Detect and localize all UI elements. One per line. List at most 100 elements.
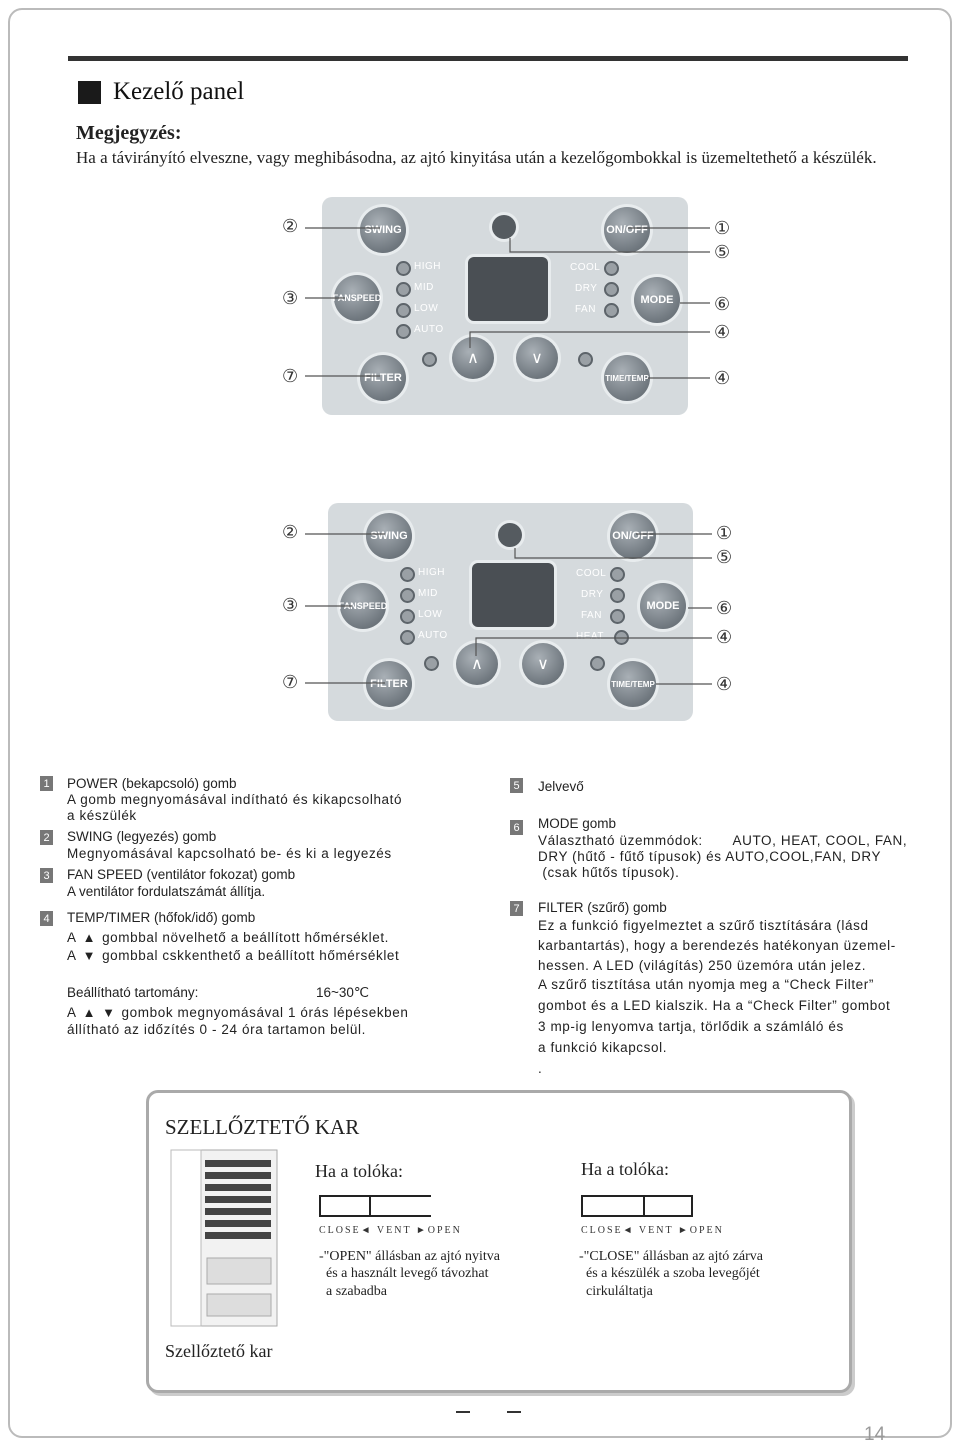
vent-right-heading: Ha a tolóka: [581, 1159, 669, 1179]
vent-left-heading: Ha a tolóka: [315, 1161, 403, 1181]
led-cool [604, 261, 619, 276]
vent-left-line3: a szabadba [319, 1284, 388, 1299]
legend-4-down-text: gombbal cskkenthető a beállított hőmérsé… [102, 948, 400, 963]
vent-left-scale: CLOSE◄ VENT ►OPEN [319, 1225, 462, 1236]
legend-7-line5: gombot és a LED kialszik. Ha a “Check Fi… [538, 998, 891, 1013]
legend-7-title: FILTER (szűrő) gomb [538, 900, 667, 915]
label-dry: DRY [575, 283, 598, 294]
callout-7-p2: ⑦ [282, 672, 299, 693]
callout-6: ⑥ [714, 294, 731, 315]
range-line1: A▲▼gombok megnyomásával 1 órás lépésekbe… [67, 1004, 409, 1021]
onoff-button-2[interactable]: ON/OFF [610, 513, 656, 559]
swing-button[interactable]: SWING [360, 207, 406, 253]
legend-3-line1: A ventilátor fordulatszámát állítja. [67, 884, 266, 899]
led-filter-2 [424, 656, 439, 671]
legend-5-title: Jelvevő [538, 779, 584, 794]
label-cool: COOL [570, 262, 601, 273]
triangle-down-icon: ▼ [102, 1005, 116, 1020]
label-fan-2: FAN [581, 610, 602, 621]
legend-7-line7: a funkció kikapcsol. [538, 1040, 668, 1055]
led-low-2 [400, 609, 415, 624]
range-line2: állítható az időzítés 0 - 24 óra tartamo… [67, 1022, 366, 1037]
control-panel-heatpump: SWING FANSPEED FILTER ON/OFF MODE TIME/T… [328, 503, 693, 721]
callout-2: ② [282, 216, 299, 237]
range-line1-text: gombok megnyomásával 1 órás lépésekben [121, 1005, 409, 1020]
vent-illustration [170, 1149, 278, 1327]
led-mid [396, 282, 411, 297]
down-button-2[interactable]: ∨ [522, 643, 564, 685]
receiver-sensor [492, 215, 516, 239]
page-number: 14 [864, 1424, 886, 1445]
vent-caption: Szellőztető kar [165, 1341, 273, 1361]
label-high: HIGH [414, 261, 441, 272]
legend-1-line1: A gomb megnyomásával indítható és kikapc… [67, 792, 403, 807]
callout-4b: ④ [714, 368, 731, 389]
vent-right-scale: CLOSE◄ VENT ►OPEN [581, 1225, 724, 1236]
legend-1-title: POWER (bekapcsoló) gomb [67, 776, 237, 791]
legend-7-line6: 3 mp-ig lenyomva tartja, törlődik a szám… [538, 1019, 844, 1034]
led-fan [604, 303, 619, 318]
filter-button-2[interactable]: FILTER [366, 661, 412, 707]
legend-4-down-a: A [67, 948, 77, 963]
legend-6-title: MODE gomb [538, 816, 617, 831]
up-button-2[interactable]: ∧ [456, 643, 498, 685]
label-cool-2: COOL [576, 568, 607, 579]
led-cool-2 [610, 567, 625, 582]
label-fan: FAN [575, 304, 596, 315]
callout-1-p2: ① [716, 523, 733, 544]
legend-2-line1: Megnyomásával kapcsolható be- és ki a le… [67, 846, 392, 861]
vent-title: SZELLŐZTETŐ KAR [165, 1115, 360, 1139]
callout-4a-p2: ④ [716, 627, 733, 648]
legend-2-title: SWING (legyezés) gomb [67, 829, 217, 844]
legend-6-line1: Választható üzemmódok: AUTO, HEAT, COOL,… [538, 833, 908, 848]
vent-slider-knob[interactable] [369, 1197, 431, 1215]
vent-slider-open[interactable] [319, 1195, 431, 1217]
down-button[interactable]: ∨ [516, 337, 558, 379]
legend-6-line2: DRY (hűtő - fűtő típusok) és AUTO,COOL,F… [538, 849, 882, 864]
vent-slider-close[interactable] [581, 1195, 693, 1217]
range-label: Beállítható tartomány: [67, 985, 199, 1000]
label-mid: MID [414, 282, 434, 293]
legend-7-line1: Ez a funkció figyelmeztet a szűrő tisztí… [538, 918, 869, 933]
label-heat-2: HEAT [576, 631, 604, 642]
triangle-up-icon: ▲ [82, 1005, 97, 1020]
mode-button-2[interactable]: MODE [640, 583, 686, 629]
filter-button[interactable]: FILTER [360, 355, 406, 401]
onoff-button[interactable]: ON/OFF [604, 207, 650, 253]
timetemp-button[interactable]: TIME/TEMP [604, 355, 650, 401]
up-button[interactable]: ∧ [452, 337, 494, 379]
callout-5: ⑤ [714, 242, 731, 263]
label-low-2: LOW [418, 609, 443, 620]
legend-num-4: 4 [40, 911, 53, 926]
legend-4-title: TEMP/TIMER (hőfok/idő) gomb [67, 910, 256, 925]
legend-num-1: 1 [40, 776, 53, 791]
vent-right-line3: cirkuláltatja [579, 1284, 653, 1299]
control-panel-cooling: SWING FANSPEED FILTER ON/OFF MODE TIME/T… [322, 197, 688, 415]
callout-3-p2: ③ [282, 595, 299, 616]
label-auto: AUTO [414, 324, 444, 335]
title-bullet-icon [78, 80, 101, 104]
swing-button-2[interactable]: SWING [366, 513, 412, 559]
led-timer-2 [590, 656, 605, 671]
header-rule [68, 56, 908, 61]
callout-1: ① [714, 218, 731, 239]
section-title-text: Kezelő panel [113, 78, 245, 105]
vent-left-line2: és a használt levegő távozhat [319, 1266, 489, 1281]
callout-6-p2: ⑥ [716, 598, 733, 619]
led-dry-2 [610, 588, 625, 603]
legend-3-title: FAN SPEED (ventilátor fokozat) gomb [67, 867, 296, 882]
led-mid-2 [400, 588, 415, 603]
vent-slider-knob[interactable] [583, 1197, 645, 1215]
timetemp-button-2[interactable]: TIME/TEMP [610, 661, 656, 707]
led-auto [396, 324, 411, 339]
label-mid-2: MID [418, 588, 438, 599]
legend-4-up-text: gombbal növelhető a beállított hőmérsékl… [102, 930, 390, 945]
display-screen-2 [472, 563, 554, 627]
triangle-down-icon: ▼ [82, 948, 97, 963]
label-dry-2: DRY [581, 589, 604, 600]
mode-button[interactable]: MODE [634, 277, 680, 323]
legend-num-5: 5 [510, 778, 523, 793]
legend-num-2: 2 [40, 830, 53, 845]
